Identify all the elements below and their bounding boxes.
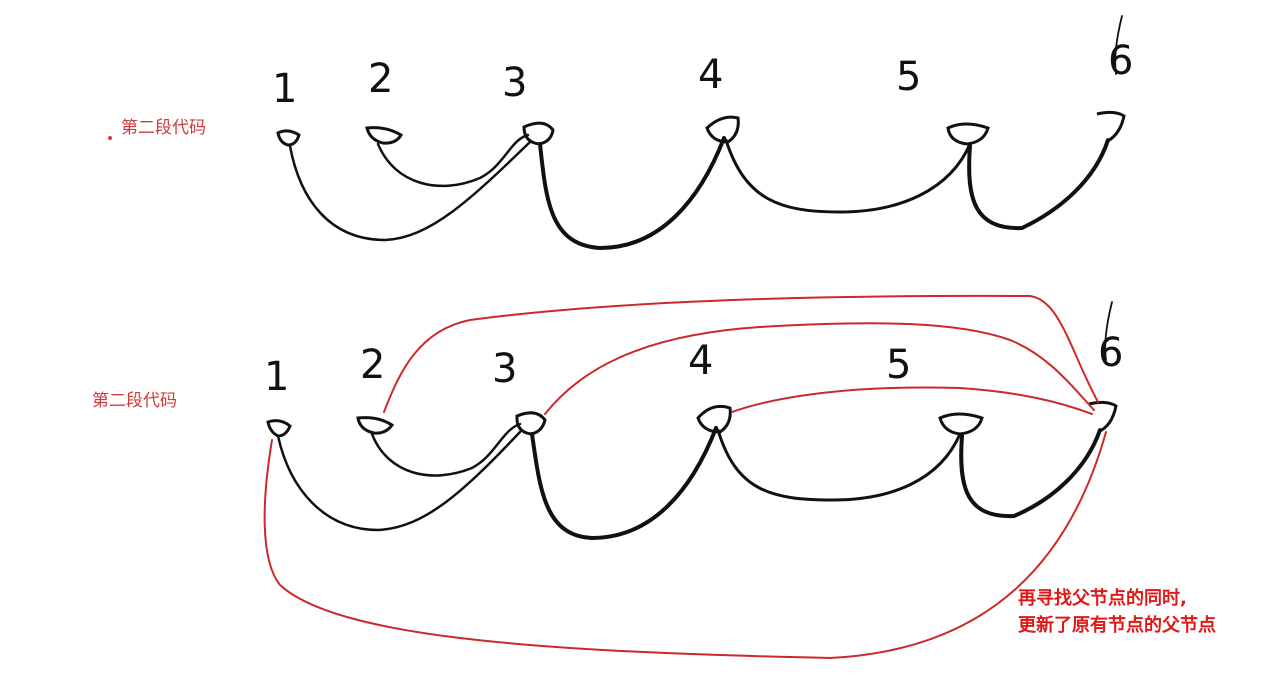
top-edge-5-6 (967, 138, 1110, 231)
top-node-4 (705, 115, 740, 144)
updated-edge-1-6 (263, 431, 1107, 659)
bottom-edge-3-4 (530, 426, 718, 540)
explanation-line-2: 更新了原有节点的父节点 (1018, 615, 1216, 636)
top-node-label: 2 (368, 56, 393, 102)
bottom-node-label: 1 (264, 354, 289, 400)
bottom-node-label: 2 (360, 342, 385, 388)
bottom-node-6 (1088, 400, 1118, 434)
bottom-node-5 (938, 412, 984, 436)
top-edge-1-3 (288, 140, 532, 242)
top-node-1 (276, 129, 301, 147)
bottom-node-2 (356, 416, 395, 435)
bottom-node-label: 4 (688, 338, 713, 384)
bottom-node-label: 3 (492, 346, 517, 392)
top-node-2 (365, 126, 404, 145)
bottom-diagram: 1 2 3 4 5 6 (263, 294, 1123, 659)
bottom-node-3 (515, 411, 547, 436)
top-node-6-stroke (1114, 15, 1123, 75)
explanation-note: 再寻找父节点的同时, 更新了原有节点的父节点 (1018, 585, 1216, 639)
bottom-node-1 (266, 419, 292, 438)
top-edge-2-3 (376, 133, 530, 188)
explanation-line-1: 再寻找父节点的同时, (1018, 588, 1187, 609)
top-section-label: 第二段代码 (121, 118, 206, 138)
top-node-label: 4 (698, 52, 723, 98)
top-node-label: 6 (1108, 38, 1133, 84)
bottom-node-label: 5 (886, 342, 911, 388)
bottom-edge-5-6 (959, 428, 1102, 519)
updated-edge-2-6 (383, 294, 1099, 413)
top-edge-3-4 (538, 136, 726, 250)
bottom-node-6-stroke (1104, 301, 1113, 361)
bottom-section-label: 第二段代码 (92, 391, 177, 411)
top-node-5 (946, 122, 990, 146)
bottom-edge-2-3 (370, 422, 522, 477)
bottom-node-label: 6 (1098, 330, 1123, 376)
top-node-label: 3 (502, 60, 527, 106)
top-node-label: 1 (272, 66, 297, 112)
top-diagram: 1 2 3 4 5 6 (272, 15, 1133, 250)
bottom-edge-1-3 (276, 430, 522, 532)
updated-edge-4-6 (731, 386, 1093, 415)
top-node-3 (522, 121, 555, 146)
updated-edge-3-6 (544, 322, 1095, 415)
top-edge-4-5 (724, 138, 972, 214)
bullet-dot (108, 136, 112, 140)
top-node-label: 5 (896, 54, 921, 100)
bottom-edge-4-5 (716, 428, 962, 502)
bottom-node-4 (696, 404, 732, 434)
top-node-6 (1096, 110, 1126, 144)
